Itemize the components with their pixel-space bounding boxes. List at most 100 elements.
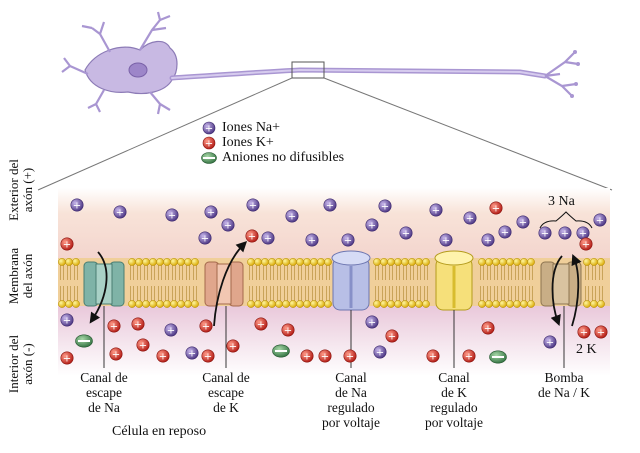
svg-text:+: + [541, 229, 549, 240]
legend-anion: Aniones no difusibles [222, 150, 344, 166]
legend-na: Iones Na+ [222, 120, 280, 136]
na-ion: + [576, 226, 590, 240]
k-ion: + [318, 349, 332, 363]
svg-text:+: + [257, 320, 265, 331]
legend-glyphs: + + [201, 121, 217, 164]
legend-anion-label: Aniones no difusibles [222, 150, 345, 165]
svg-text:+: + [207, 208, 215, 219]
svg-text:+: + [224, 221, 232, 232]
na-leak-channel [83, 261, 125, 307]
na-voltage-line2: de Na [335, 385, 367, 400]
na-ion: + [246, 198, 260, 212]
svg-text:+: + [288, 212, 296, 223]
na-ion: + [185, 346, 199, 360]
na-ion: + [198, 231, 212, 245]
label-na-leak-channel: Canal de escape de Na [64, 370, 144, 415]
svg-text:+: + [402, 229, 410, 240]
label-na-k-pump: Bomba de Na / K [524, 370, 604, 400]
svg-text:+: + [264, 234, 272, 245]
label-na-voltage-channel: Canal de Na regulado por voltaje [311, 370, 391, 430]
na-voltage-line1: Canal [335, 370, 367, 385]
na-leak-line1: Canal de [80, 370, 128, 385]
svg-text:+: + [381, 202, 389, 213]
svg-text:+: + [205, 124, 213, 135]
pump-k-count-label: 2 K [576, 342, 597, 357]
na-ion: + [113, 205, 127, 219]
svg-text:+: + [346, 352, 354, 363]
svg-text:+: + [484, 324, 492, 335]
k-ion: + [426, 349, 440, 363]
side-label-membrane: Membrana del axón [6, 236, 35, 316]
k-ion: + [577, 325, 591, 339]
k-ion: + [343, 349, 357, 363]
na-ion: + [365, 218, 379, 232]
ions-layer: + + + + + + + + + + + + + + + + + + + + + + + + + + + + + + + + + + + + + + + +… [60, 198, 608, 365]
k-leak-line3: de K [213, 400, 239, 415]
svg-text:+: + [580, 328, 588, 339]
na-ion: + [365, 315, 379, 329]
svg-text:+: + [321, 352, 329, 363]
side-exterior-line1: Exterior del [6, 159, 21, 221]
k-ion: + [60, 237, 74, 251]
pump-line1: Bomba [544, 370, 584, 385]
svg-text:+: + [159, 352, 167, 363]
side-membrane-line2: del axón [20, 253, 35, 299]
na-leak-line3: de Na [88, 400, 120, 415]
svg-text:+: + [432, 206, 440, 217]
k-ion: + [481, 321, 495, 335]
legend-na-label: Iones Na+ [222, 120, 281, 135]
na-ion: + [204, 205, 218, 219]
na-ion: + [439, 233, 453, 247]
na-ion: + [341, 233, 355, 247]
k-ion: + [136, 338, 150, 352]
k-leak-line2: escape [208, 385, 244, 400]
k-ion: + [201, 349, 215, 363]
svg-text:+: + [308, 236, 316, 247]
na-voltage-line4: por voltaje [321, 415, 381, 430]
phospholipid-bilayer [58, 258, 605, 308]
na-ion: + [323, 198, 337, 212]
svg-text:+: + [368, 221, 376, 232]
na-voltage-channel [331, 250, 371, 311]
svg-text:+: + [63, 316, 71, 327]
na-ion: + [60, 313, 74, 327]
svg-text:+: + [344, 236, 352, 247]
svg-text:+: + [501, 228, 509, 239]
side-membrane-line1: Membrana [6, 247, 21, 305]
k-ion: + [254, 317, 268, 331]
label-k-leak-channel: Canal de escape de K [186, 370, 266, 415]
pump-na-bracket [539, 211, 593, 229]
na-ion: + [593, 213, 607, 227]
svg-text:+: + [465, 352, 473, 363]
k-ion: + [131, 317, 145, 331]
na-ion: + [285, 209, 299, 223]
svg-text:+: + [139, 341, 147, 352]
svg-text:+: + [303, 352, 311, 363]
svg-text:+: + [229, 342, 237, 353]
side-exterior-line2: axón (+) [20, 167, 35, 213]
k-ion: + [60, 351, 74, 365]
svg-text:+: + [429, 352, 437, 363]
label-k-voltage-channel: Canal de K regulado por voltaje [414, 370, 494, 430]
na-ion: + [305, 233, 319, 247]
na-ion: + [70, 198, 84, 212]
svg-text:+: + [110, 322, 118, 333]
svg-text:+: + [561, 229, 569, 240]
svg-text:+: + [484, 236, 492, 247]
k-ion: + [594, 325, 608, 339]
svg-text:+: + [116, 208, 124, 219]
anion [489, 350, 507, 364]
na-ion: + [463, 211, 477, 225]
caption-resting-cell: Célula en reposo [112, 424, 207, 439]
na-k-pump [540, 261, 582, 307]
na-ion: + [221, 218, 235, 232]
k-ion: + [226, 339, 240, 353]
svg-text:+: + [63, 354, 71, 365]
svg-text:+: + [73, 201, 81, 212]
k-ion: + [245, 229, 259, 243]
pump-line2: de Na / K [537, 385, 591, 400]
svg-text:+: + [202, 322, 210, 333]
na-voltage-line3: regulado [327, 400, 375, 415]
svg-text:+: + [134, 320, 142, 331]
svg-text:+: + [546, 338, 554, 349]
